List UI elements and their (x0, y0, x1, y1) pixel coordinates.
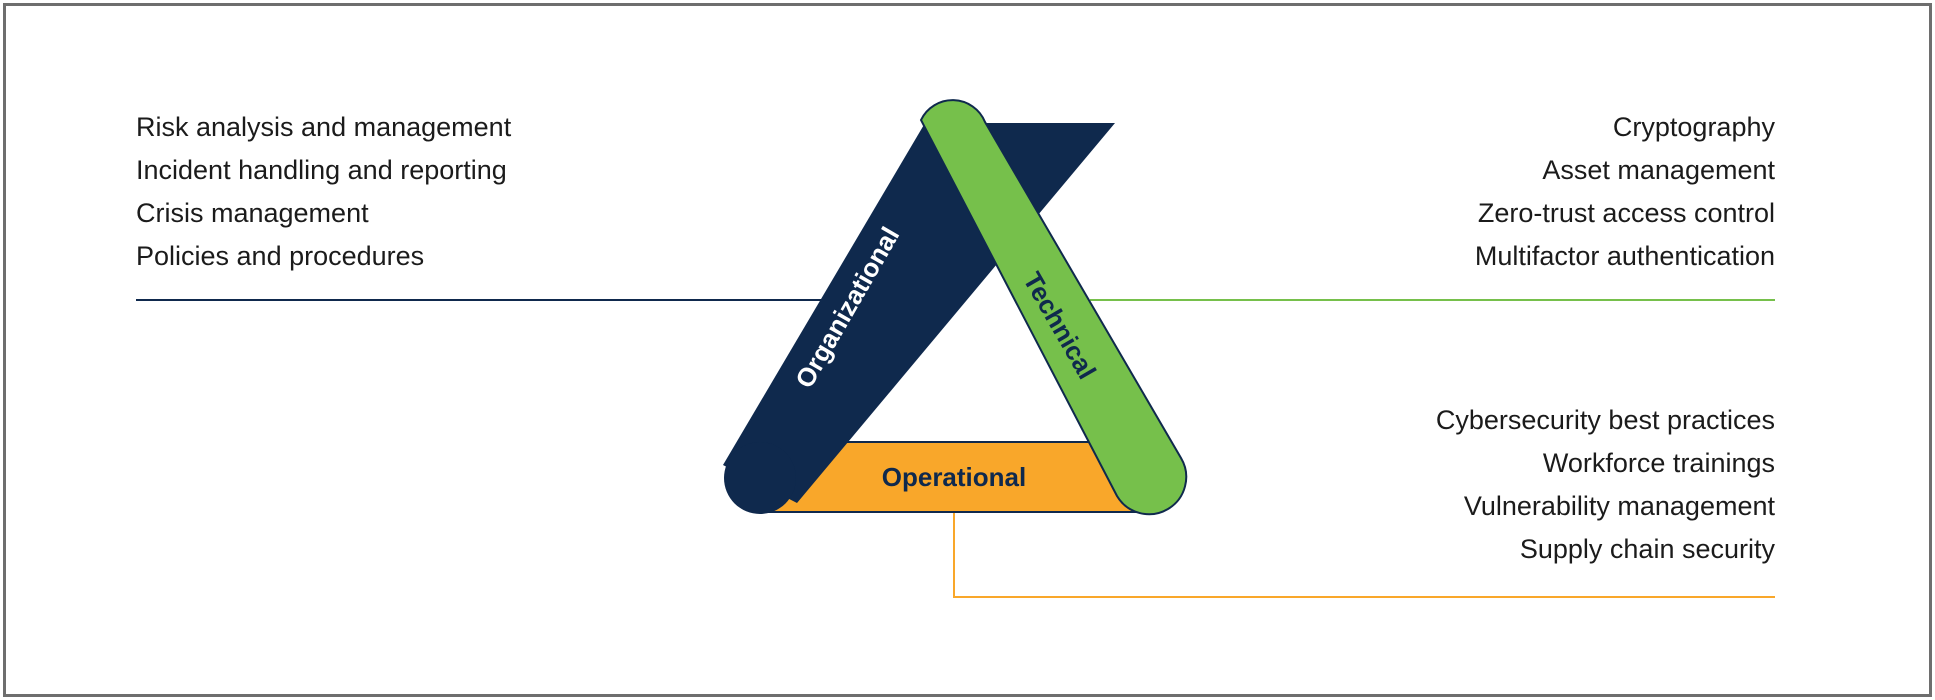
list-item: Zero-trust access control (1477, 198, 1775, 228)
list-item: Supply chain security (1519, 534, 1775, 564)
list-item: Incident handling and reporting (136, 155, 507, 185)
list-item: Asset management (1542, 155, 1775, 185)
organizational-measures-list: Risk analysis and management Incident ha… (136, 106, 511, 278)
technical-measures-list: Cryptography Asset management Zero-trust… (1475, 106, 1775, 278)
list-item: Vulnerability management (1463, 491, 1775, 521)
operational-label: Operational (882, 462, 1026, 492)
technical-pillar (919, 99, 1188, 516)
list-item: Policies and procedures (136, 241, 425, 271)
operational-measures-list: Cybersecurity best practices Workforce t… (1436, 399, 1775, 571)
list-item: Multifactor authentication (1474, 241, 1775, 271)
operational-connector-line (953, 512, 1775, 598)
list-item: Cybersecurity best practices (1435, 405, 1775, 435)
organizational-pillar-end (724, 442, 796, 514)
list-item: Workforce trainings (1542, 448, 1775, 478)
list-item: Risk analysis and management (136, 112, 512, 142)
list-item: Cryptography (1612, 112, 1775, 142)
list-item: Crisis management (136, 198, 369, 228)
